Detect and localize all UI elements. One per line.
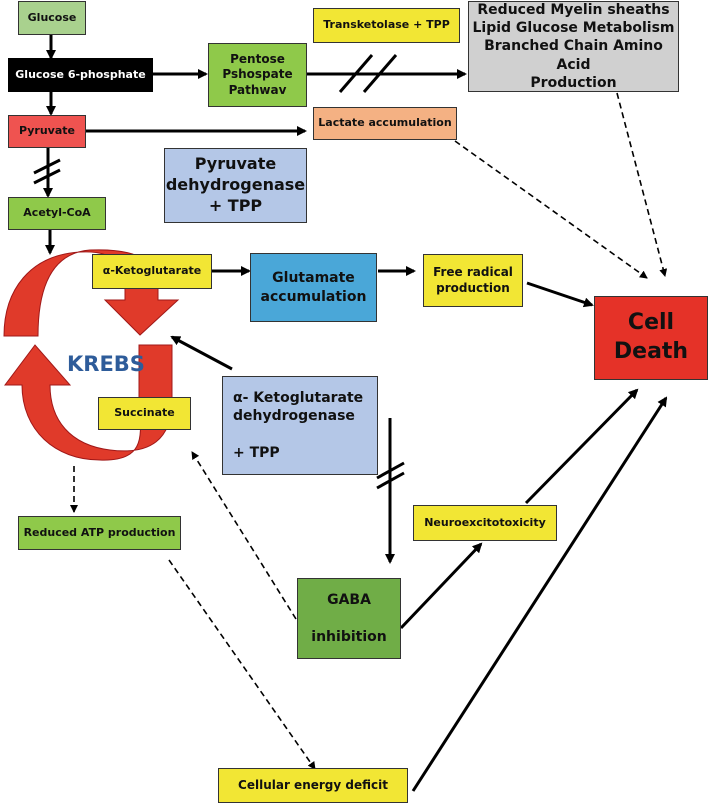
- block-mark-pdh-1: [33, 158, 61, 175]
- node-pyruvate: Pyruvate: [8, 115, 86, 148]
- node-pyruvate-dehydrogenase: Pyruvate dehydrogenase + TPP: [164, 148, 307, 223]
- dashed-arrow-atp-energy-deficit: [168, 559, 316, 770]
- node-acetyl-coa: Acetyl-CoA: [8, 197, 106, 230]
- arrow-akgdh-krebs: [170, 335, 233, 371]
- arrow-energy-deficit-cell-death: [411, 396, 668, 792]
- node-lactate-accumulation: Lactate accumulation: [313, 107, 457, 140]
- node-glutamate-accumulation: Glutamate accumulation: [250, 253, 377, 322]
- node-glucose: Glucose: [18, 1, 86, 35]
- dashed-arrow-myelin-cell-death: [616, 92, 668, 277]
- block-mark-pdh-2: [33, 168, 61, 185]
- node-glucose-6-phosphate: Glucose 6-phosphate: [8, 58, 153, 92]
- solid-arrows: [33, 35, 668, 792]
- node-reduced-myelin: Reduced Myelin sheaths Lipid Glucose Met…: [468, 1, 679, 92]
- krebs-label: KREBS: [67, 352, 145, 376]
- node-alpha-ketoglutarate-dehydrogenase: α- Ketoglutarate dehydrogenase + TPP: [222, 376, 378, 475]
- block-mark-akgdh-1: [376, 461, 405, 480]
- krebs-lower-arrow-body: [4, 344, 173, 461]
- node-alpha-ketoglutarate: α-Ketoglutarate: [92, 254, 212, 289]
- arrow-free-radical-cell-death: [526, 281, 594, 308]
- block-mark-ppp-1: [338, 54, 374, 93]
- dashed-arrow-gaba-succinate: [191, 451, 297, 620]
- node-gaba-inhibition: GABA inhibition: [297, 578, 401, 659]
- block-mark-ppp-2: [362, 54, 398, 93]
- node-free-radical-production: Free radical production: [423, 254, 523, 307]
- node-cellular-energy-deficit: Cellular energy deficit: [218, 768, 408, 803]
- node-transketolase-tpp: Transketolase + TPP: [313, 8, 460, 43]
- node-succinate: Succinate: [98, 397, 191, 430]
- node-pentose-phosphate-pathway: Pentose Pshospate Pathwav: [208, 43, 307, 107]
- dashed-arrows: [70, 92, 668, 770]
- arrow-neuroexcitotoxicity-cell-death: [524, 388, 639, 505]
- node-neuroexcitotoxicity: Neuroexcitotoxicity: [413, 505, 557, 541]
- node-cell-death: Cell Death: [594, 296, 708, 380]
- arrow-gaba-neuroexcitotoxicity: [399, 542, 483, 630]
- block-mark-akgdh-2: [376, 471, 405, 490]
- node-reduced-atp-production: Reduced ATP production: [18, 516, 181, 550]
